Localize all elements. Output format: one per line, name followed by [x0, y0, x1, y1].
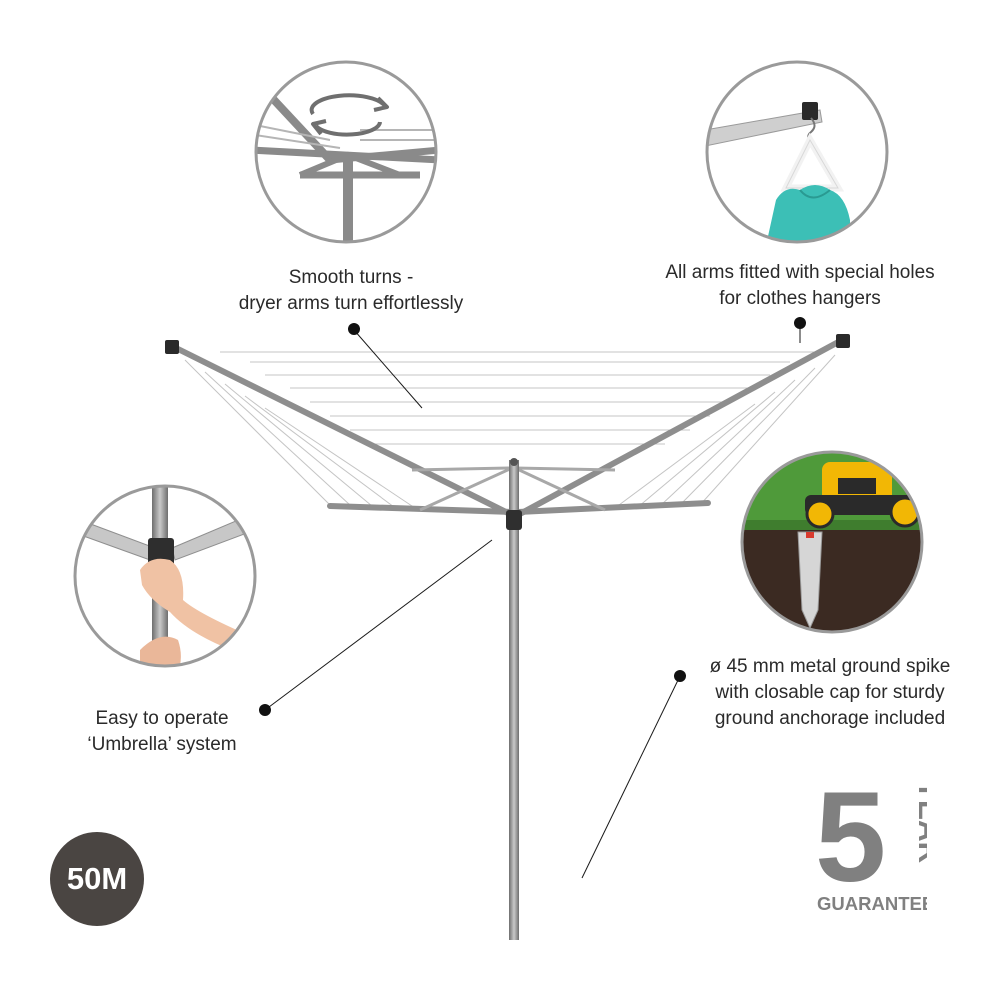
lawn-mower-icon	[805, 462, 921, 529]
guarantee-number: 5	[815, 776, 886, 909]
umbrella-line-1: Easy to operate	[95, 708, 229, 729]
dryer-frame	[165, 334, 850, 940]
ground-spike-caption: ø 45 mm metal ground spike with closable…	[690, 654, 970, 732]
smooth-turns-caption: Smooth turns - dryer arms turn effortles…	[226, 265, 476, 317]
ground-spike-detail	[740, 450, 924, 634]
hanger-holes-caption: All arms fitted with special holes for c…	[650, 260, 950, 312]
umbrella-line-2: ‘Umbrella’ system	[87, 734, 237, 755]
guarantee-year: YEAR	[912, 780, 927, 864]
smooth-turns-line-2: dryer arms turn effortlessly	[238, 293, 464, 314]
guarantee-caption: GUARANTEE	[817, 893, 927, 914]
umbrella-caption: Easy to operate ‘Umbrella’ system	[72, 706, 252, 758]
ground-spike-line-1: ø 45 mm metal ground spike	[709, 656, 951, 677]
leader-lines	[264, 324, 801, 879]
umbrella-system-detail	[73, 484, 257, 668]
hanger-holes-detail	[705, 60, 889, 244]
ground-spike-icon	[797, 531, 823, 630]
hanger-holes-line-1: All arms fitted with special holes	[665, 262, 935, 283]
smooth-turns-line-1: Smooth turns -	[288, 267, 414, 288]
five-year-guarantee-badge: 5 YEAR GUARANTEE	[815, 776, 927, 914]
ground-spike-line-2: with closable cap for sturdy	[715, 682, 945, 703]
smooth-turns-detail	[254, 60, 438, 244]
hand-icon	[140, 558, 255, 666]
rotate-arrow-icon	[309, 93, 389, 137]
hanger-holes-line-2: for clothes hangers	[719, 288, 881, 309]
ground-spike-line-3: ground anchorage included	[714, 708, 946, 729]
length-badge: 50M	[50, 832, 144, 926]
